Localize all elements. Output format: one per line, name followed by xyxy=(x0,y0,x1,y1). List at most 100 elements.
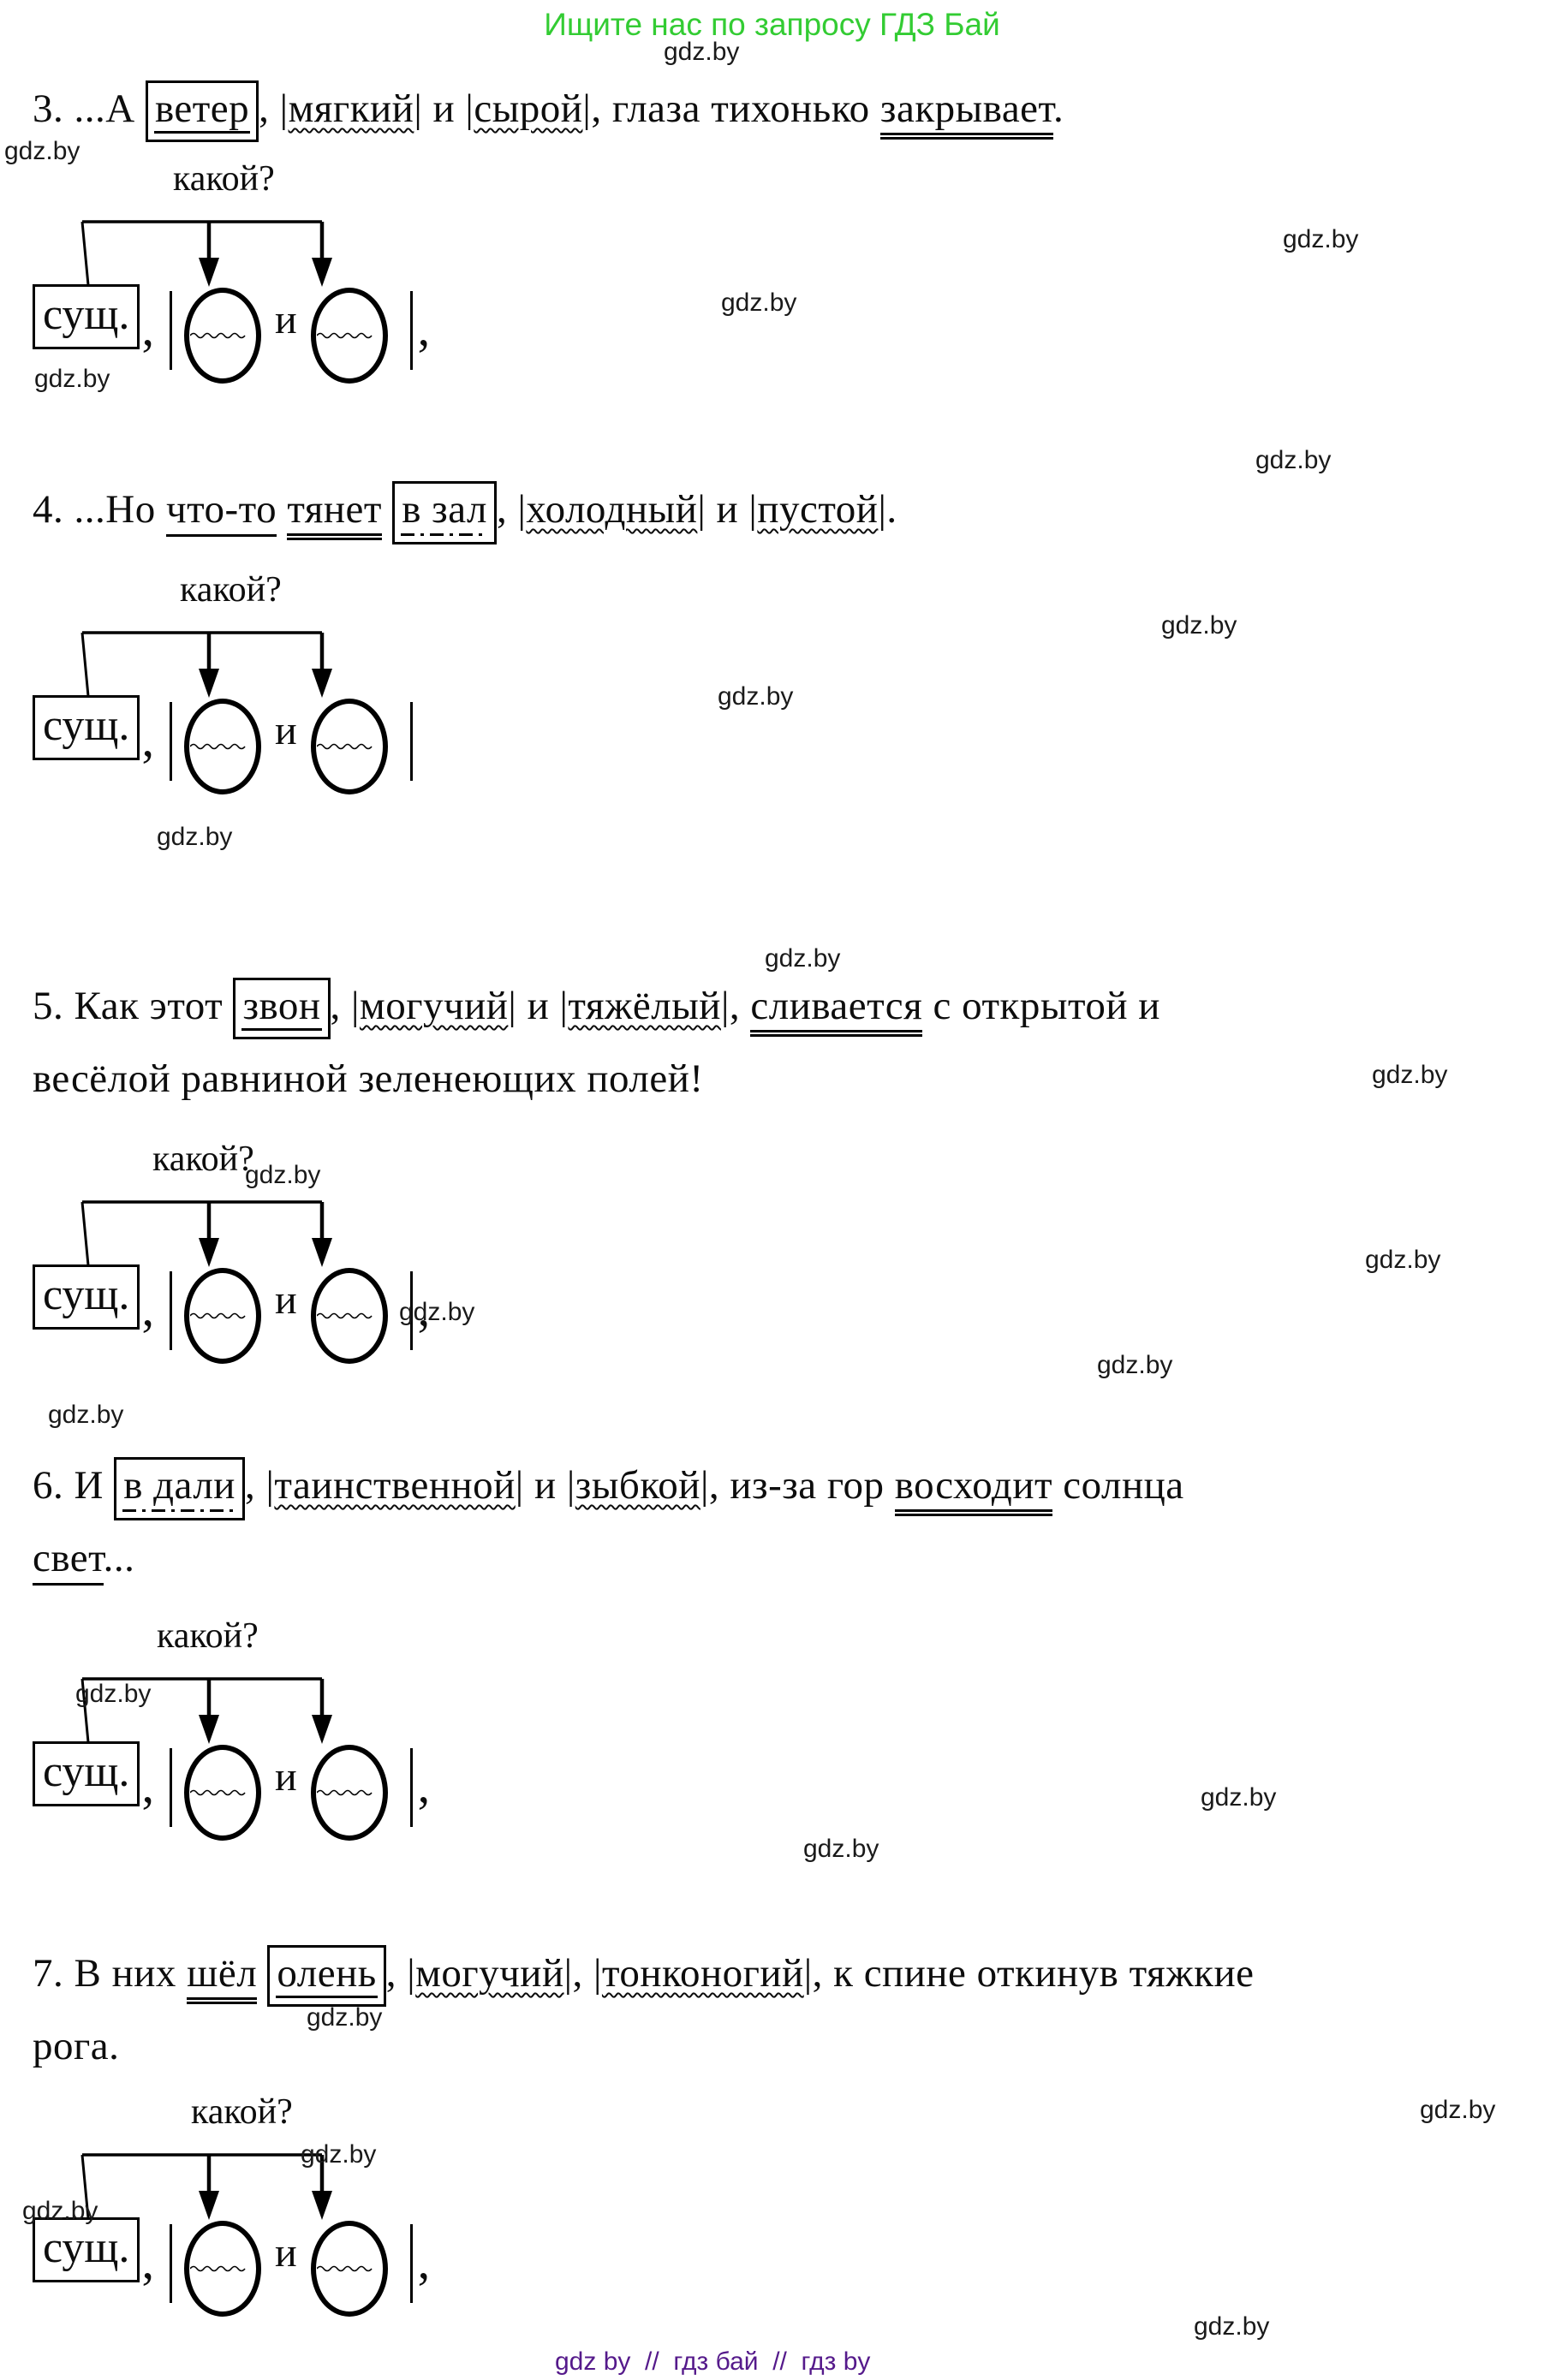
comma: , xyxy=(141,300,154,356)
segment-plain: ... xyxy=(103,1536,135,1580)
scheme-sentence-7: какой?сущ.,и, xyxy=(33,2091,615,2340)
segment-plain: |, | xyxy=(563,1951,602,1996)
attribute-bar xyxy=(169,2224,172,2303)
segment-pred: сливается xyxy=(750,984,923,1037)
segment-plain: , | xyxy=(385,1951,416,1996)
gdz-watermark: gdz.by xyxy=(34,365,110,393)
segment-pred: закрывает xyxy=(879,86,1054,140)
attribute-bar xyxy=(169,702,172,781)
noun-box: сущ. xyxy=(33,1741,140,1806)
question-label: какой? xyxy=(173,159,275,199)
comma: , xyxy=(141,2234,154,2289)
segment-attr: мягкий xyxy=(288,86,414,131)
attribute-bar xyxy=(169,1748,172,1827)
conjunction-label: и xyxy=(274,708,297,753)
conjunction-label: и xyxy=(274,1277,297,1323)
noun-box: сущ. xyxy=(33,284,140,349)
arrow-diagram xyxy=(80,1200,332,1267)
segment-plain: |, к спине откинув тяжкие xyxy=(803,1951,1255,1996)
segment-plain: . xyxy=(1053,86,1064,131)
segment-plain: , | xyxy=(244,1463,275,1508)
scheme-sentence-3: какой? сущ., и, xyxy=(33,158,615,407)
segment-plain: с открытой и xyxy=(922,984,1160,1028)
comma: , xyxy=(417,2234,431,2289)
comma: , xyxy=(417,300,431,356)
gdz-watermark: gdz.by xyxy=(1255,446,1332,474)
question-label: какой? xyxy=(191,2092,293,2132)
attribute-bar xyxy=(409,1748,413,1827)
segment-plain: |. xyxy=(878,487,897,532)
gdz-watermark: gdz.by xyxy=(1420,2096,1496,2124)
scheme-row: сущ.,и xyxy=(33,695,413,794)
attribute-circle xyxy=(183,2221,261,2317)
conjunction-label: и xyxy=(274,2230,297,2276)
question-label: какой? xyxy=(157,1616,259,1656)
segment-attr: тяжёлый xyxy=(568,984,721,1028)
segment-attr: могучий xyxy=(359,984,509,1028)
gdz-watermark: gdz.by xyxy=(1097,1351,1173,1379)
segment-plain: |, xyxy=(720,984,751,1028)
segment-pred: восходит xyxy=(894,1463,1053,1516)
attribute-circle xyxy=(310,699,388,794)
segment-plain: |, из-за гор xyxy=(700,1463,895,1508)
comma: , xyxy=(141,1281,154,1336)
segment-pred: тянет xyxy=(287,487,382,540)
arrow-diagram xyxy=(80,631,332,698)
attribute-circle xyxy=(183,1268,261,1364)
scheme-row: сущ.,и, xyxy=(33,1264,430,1364)
segment-plain xyxy=(257,1951,267,1996)
segment-plain: | и | xyxy=(414,86,474,131)
sentence-7: 7. В них шёл олень, |могучий|, |тонконог… xyxy=(33,1937,1255,2083)
arrow-diagram xyxy=(80,220,332,287)
segment-plain: , | xyxy=(496,487,527,532)
segment-subjbox: звон xyxy=(233,978,331,1039)
segment-attr: зыбкой xyxy=(575,1463,700,1508)
attribute-bar xyxy=(169,291,172,370)
segment-plain: 7. В них xyxy=(33,1951,188,1996)
segment-plain: | и | xyxy=(697,487,758,532)
gdz-watermark: gdz.by xyxy=(664,38,740,66)
gdz-watermark: gdz.by xyxy=(48,1401,124,1429)
segment-plain xyxy=(277,487,287,532)
arrow-diagram xyxy=(80,1677,332,1744)
gdz-watermark: gdz.by xyxy=(1365,1246,1441,1274)
segment-plain: , | xyxy=(330,984,360,1028)
attribute-bar xyxy=(409,291,413,370)
segment-plain: рога. xyxy=(33,2024,120,2068)
scheme-sentence-6: какой?сущ.,и, xyxy=(33,1615,615,1864)
gdz-watermark: gdz.by xyxy=(765,944,841,973)
gdz-watermark: gdz.by xyxy=(1194,2312,1270,2341)
arrow-diagram xyxy=(80,2153,332,2220)
wavy-line-icon xyxy=(189,2265,246,2272)
noun-box: сущ. xyxy=(33,695,140,760)
wavy-line-icon xyxy=(189,1789,246,1796)
comma: , xyxy=(417,1758,431,1813)
segment-subjbox: олень xyxy=(267,1945,386,2007)
gdz-watermark: gdz.by xyxy=(301,2140,377,2169)
attribute-circle xyxy=(183,288,261,384)
conjunction-label: и xyxy=(274,297,297,342)
attribute-circle xyxy=(310,288,388,384)
gdz-watermark: gdz.by xyxy=(1372,1061,1448,1089)
segment-plain: 3. ...А xyxy=(33,86,146,131)
comma: , xyxy=(141,1758,154,1813)
gdz-watermark: gdz.by xyxy=(1283,225,1359,253)
segment-advbox: в зал xyxy=(392,481,497,544)
gdz-watermark: gdz.by xyxy=(4,137,80,165)
segment-plain: , | xyxy=(259,86,289,131)
attribute-bar xyxy=(169,1271,172,1350)
gdz-watermark: gdz.by xyxy=(1161,611,1237,640)
attribute-circle xyxy=(310,1268,388,1364)
attribute-circle xyxy=(310,1745,388,1841)
question-label: какой? xyxy=(152,1139,254,1179)
gdz-watermark: gdz.by xyxy=(307,2003,383,2032)
segment-plain: весёлой равниной зеленеющих полей! xyxy=(33,1056,704,1101)
attribute-bar xyxy=(409,1271,413,1350)
segment-attr: таинственной xyxy=(274,1463,516,1508)
wavy-line-icon xyxy=(316,332,373,339)
wavy-line-icon xyxy=(189,1312,246,1319)
attribute-bar xyxy=(409,702,413,781)
segment-plain: | и | xyxy=(515,1463,575,1508)
segment-plain: |, глаза тихонько xyxy=(582,86,880,131)
segment-attr: могучий xyxy=(415,1951,564,1996)
